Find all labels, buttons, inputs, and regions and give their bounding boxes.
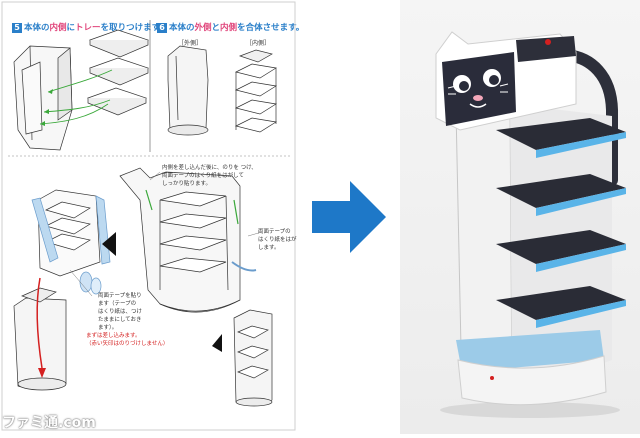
note-red-insert: まずは差し込みます。 （赤い矢印はのりづけしません）	[86, 333, 169, 347]
step6-number: 6	[157, 23, 167, 33]
step5-number: 5	[12, 23, 22, 33]
note-tape-top: 内側を差し込んだ後に、のりを つけ、 両面テープのはくり紙をはがして しっかり貼…	[162, 165, 257, 187]
robot-illustration	[435, 31, 626, 418]
step6-illustration	[167, 45, 277, 136]
assembly-illustration	[13, 167, 273, 407]
label-outer: ［外側］	[178, 40, 203, 47]
note-tape-left: 両面テープを貼り ます（テープの はくり紙は、つけ たままにしておき ます）。	[98, 293, 143, 331]
robot-head	[435, 31, 577, 131]
label-inner: ［内側］	[246, 40, 271, 47]
right-arrow-icon	[312, 181, 386, 253]
note-peel-paper: 両面テープの はくり紙をはが します。	[258, 229, 297, 251]
robot-photo	[400, 0, 640, 434]
page-border	[1, 1, 296, 431]
manual-illustrations	[1, 1, 296, 431]
site-watermark: ファミ通.com	[2, 415, 96, 431]
step5-illustration	[13, 29, 149, 151]
robot-trays	[496, 118, 626, 328]
